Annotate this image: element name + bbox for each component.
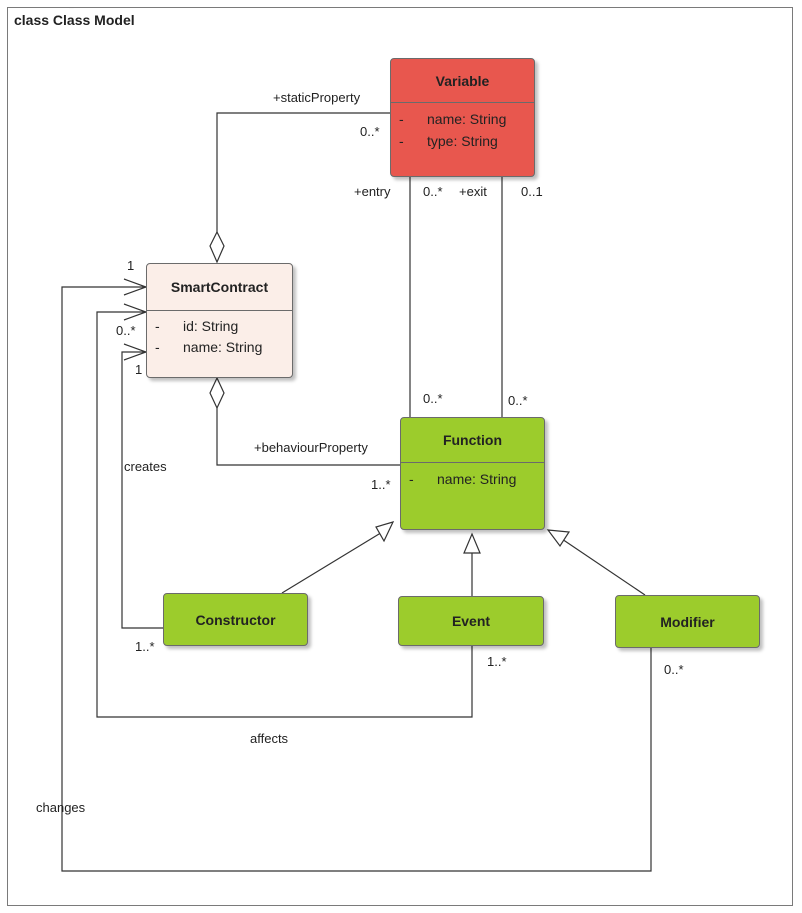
modifier-class-name: Modifier (660, 613, 715, 630)
modifier-generalization-arrow (546, 529, 571, 548)
static-property-diamond (209, 230, 225, 264)
static-property-smartcontract-multiplicity: 1 (127, 258, 135, 273)
function-class[interactable]: Function -name: String (400, 417, 545, 530)
variable-class[interactable]: Variable -name: String -type: String (390, 58, 535, 177)
affects-label: affects (250, 731, 289, 746)
changes-line (61, 286, 652, 872)
static-property-role-label: +staticProperty (273, 90, 361, 105)
affects-event-multiplicity: 1..* (487, 654, 507, 669)
exit-function-multiplicity: 0..* (508, 393, 528, 408)
affects-smartcontract-multiplicity: 0..* (116, 323, 136, 338)
static-property-variable-multiplicity: 0..* (360, 124, 380, 139)
frame-title: class Class Model (14, 12, 135, 28)
changes-label: changes (36, 800, 86, 815)
creates-label: creates (124, 459, 167, 474)
variable-attr-name: -name: String (399, 111, 507, 127)
creates-smartcontract-multiplicity: 1 (135, 362, 143, 377)
frame-tab (69, 7, 74, 9)
variable-attr-type: -type: String (399, 133, 498, 149)
smartcontract-attr-id: -id: String (155, 318, 239, 334)
behaviour-property-line (216, 408, 400, 466)
entry-role-label: +entry (354, 184, 391, 199)
smartcontract-attr-name: -name: String (155, 339, 263, 355)
exit-variable-multiplicity: 0..1 (521, 184, 543, 199)
entry-variable-multiplicity: 0..* (423, 184, 443, 199)
constructor-generalization-line (281, 530, 385, 594)
changes-modifier-multiplicity: 0..* (664, 662, 684, 677)
behaviour-property-function-multiplicity: 1..* (371, 477, 391, 492)
affects-line (96, 311, 473, 718)
event-generalization-arrow (463, 532, 481, 554)
exit-role-label: +exit (459, 184, 487, 199)
constructor-class-name: Constructor (195, 611, 276, 628)
event-class-name: Event (451, 613, 491, 629)
static-property-line (216, 112, 390, 232)
function-attr-name: -name: String (409, 471, 517, 487)
smartcontract-class-name: SmartContract (147, 264, 292, 311)
constructor-class[interactable]: Constructor (163, 593, 308, 646)
variable-class-name: Variable (391, 59, 534, 103)
smartcontract-class[interactable]: SmartContract -id: String -name: String (146, 263, 293, 378)
function-class-name: Function (401, 418, 544, 463)
diagram-frame (7, 7, 793, 906)
entry-function-multiplicity: 0..* (423, 391, 443, 406)
creates-line (121, 351, 163, 629)
behaviour-property-diamond (209, 376, 225, 410)
modifier-generalization-line (558, 536, 646, 596)
event-class[interactable]: Event (398, 596, 544, 646)
constructor-generalization-arrow (375, 521, 395, 543)
modifier-class[interactable]: Modifier (615, 595, 760, 648)
creates-constructor-multiplicity: 1..* (135, 639, 155, 654)
behaviour-property-role-label: +behaviourProperty (254, 440, 368, 455)
